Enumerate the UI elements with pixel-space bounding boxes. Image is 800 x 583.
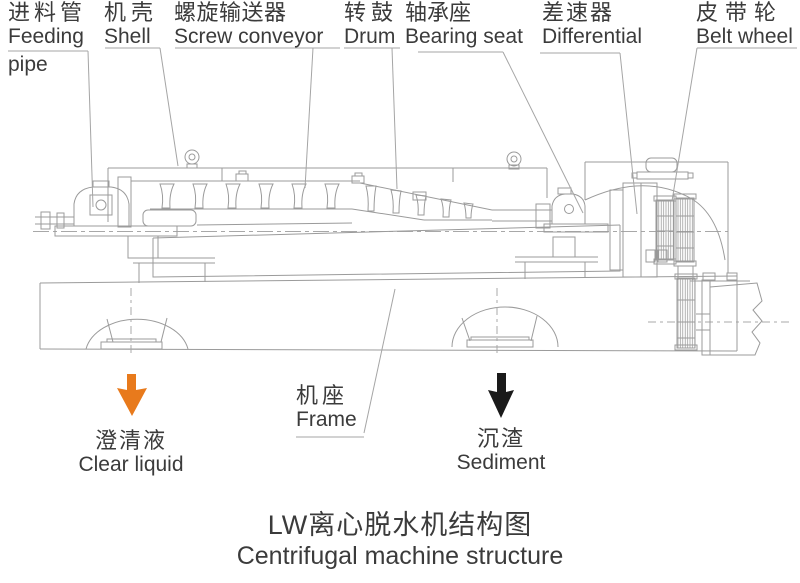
screw-conveyor-part (143, 184, 492, 226)
label-shell: 机壳 Shell (104, 1, 158, 49)
label-differential: 差速器 Differential (542, 1, 642, 49)
label-belt-wheel: 皮带轮 Belt wheel (696, 1, 793, 49)
label-drum-en: Drum (344, 25, 396, 48)
label-differential-en: Differential (542, 25, 642, 48)
lifting-eye-icon (185, 150, 199, 168)
lifting-eye-icon (507, 152, 521, 169)
label-drum-zh: 转鼓 (344, 0, 399, 25)
label-drum: 转鼓 Drum (344, 1, 398, 49)
diagram-title-zh: LW离心脱水机结构图 (267, 510, 533, 540)
label-feeding-pipe: 进料管 Feeding pipe (8, 1, 86, 77)
shell-part (108, 150, 547, 222)
label-feeding-pipe-en2: pipe (8, 53, 48, 76)
label-sediment: 沉渣 Sediment (401, 427, 601, 475)
motor-part (690, 273, 762, 355)
label-bearing-seat-en: Bearing seat (405, 25, 523, 48)
label-belt-wheel-en: Belt wheel (696, 25, 793, 48)
label-screw-conveyor: 螺旋输送器 Screw conveyor (174, 1, 323, 49)
support-structures (128, 236, 667, 283)
label-frame-zh: 机座 (296, 383, 349, 408)
leader-lines (8, 48, 797, 437)
label-belt-wheel-zh: 皮带轮 (696, 0, 784, 25)
frame-part (40, 225, 737, 356)
label-feeding-pipe-en1: Feeding (8, 25, 84, 48)
label-screw-conveyor-en: Screw conveyor (174, 25, 324, 48)
label-shell-en: Shell (104, 25, 151, 48)
label-sediment-zh: 沉渣 (476, 426, 525, 451)
label-clear-liquid-en: Clear liquid (78, 453, 184, 476)
label-clear-liquid-zh: 澄清液 (94, 428, 167, 453)
label-shell-zh: 机壳 (104, 0, 159, 25)
clear-liquid-arrow-icon (117, 374, 147, 416)
label-clear-liquid: 澄清液 Clear liquid (31, 429, 231, 477)
sediment-arrow-icon (488, 373, 514, 418)
differential-part (610, 158, 693, 277)
drum-part (118, 171, 492, 227)
label-sediment-en: Sediment (456, 451, 546, 474)
label-bearing-seat: 轴承座 Bearing seat (405, 1, 523, 49)
label-differential-zh: 差速器 (542, 0, 615, 25)
label-feeding-pipe-zh: 进料管 (8, 0, 87, 25)
title-block: LW离心脱水机结构图 Centrifugal machine structure (0, 509, 800, 571)
diagram-title-en: Centrifugal machine structure (236, 542, 564, 570)
label-frame-en: Frame (296, 408, 357, 431)
belt-wheel-part (654, 194, 697, 350)
label-screw-conveyor-zh: 螺旋输送器 (174, 0, 287, 25)
label-frame: 机座 Frame (296, 384, 357, 432)
label-bearing-seat-zh: 轴承座 (405, 0, 472, 25)
left-bearing-pedestal (55, 181, 177, 236)
